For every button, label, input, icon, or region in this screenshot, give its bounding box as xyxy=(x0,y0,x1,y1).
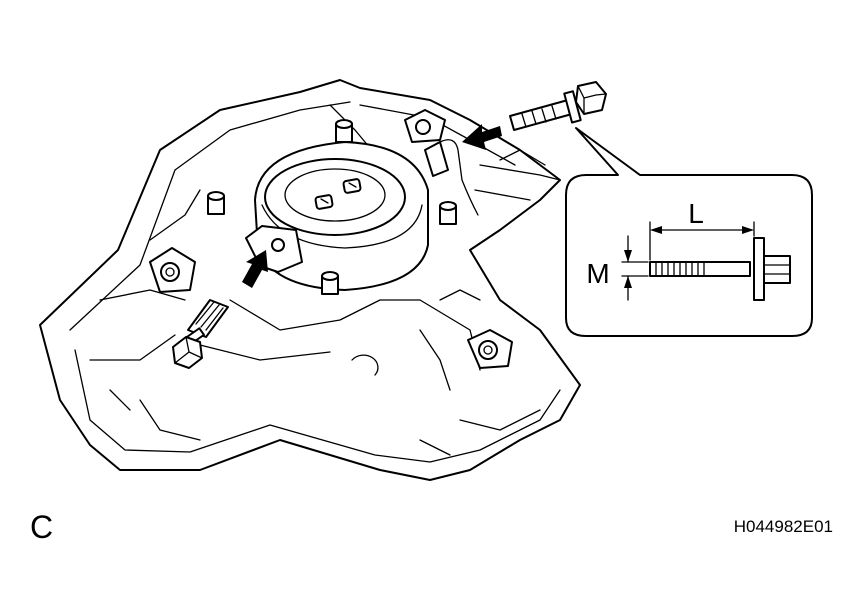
clip-icon xyxy=(404,109,446,143)
arrow-icon xyxy=(462,124,502,150)
arrow-icon xyxy=(242,250,268,288)
figure-label: C xyxy=(30,509,53,545)
diameter-label: M xyxy=(586,258,609,289)
bolt-dimension-inset: L M xyxy=(565,127,813,337)
figure-code: H044982E01 xyxy=(734,517,833,536)
bolt-icon xyxy=(172,299,229,369)
bolt-icon xyxy=(509,81,607,131)
clip-icon xyxy=(467,329,513,369)
clip-icon xyxy=(149,247,196,293)
nut-icon xyxy=(207,119,457,295)
length-label: L xyxy=(688,198,704,229)
steering-pad-drawing xyxy=(39,79,581,481)
